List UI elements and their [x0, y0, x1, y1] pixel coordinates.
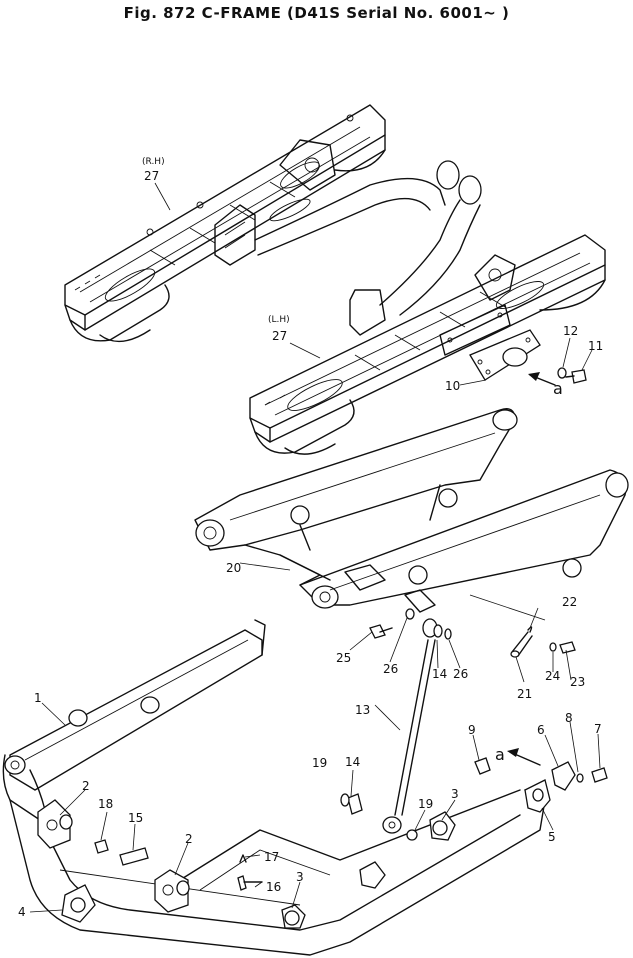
bushings-and-washers: [340, 608, 452, 841]
label-a-upper: a: [553, 379, 563, 398]
label-2b: 2: [185, 832, 193, 846]
bolt-25: [369, 624, 393, 639]
label-11: 11: [588, 339, 603, 353]
label-19a: 19: [312, 756, 327, 770]
label-17: 17: [264, 850, 279, 864]
label-2a: 2: [82, 779, 90, 793]
label-26a: 26: [383, 662, 398, 676]
label-lh: (L.H): [268, 315, 290, 325]
label-13: 13: [355, 703, 370, 717]
label-rh: (R.H): [142, 157, 165, 167]
label-9: 9: [468, 723, 476, 737]
callout-labels: (R.H) 27 (L.H) 27 10 11 12 a 20 22 25 26…: [18, 157, 603, 919]
label-7: 7: [594, 722, 602, 736]
frame-20: [194, 408, 629, 613]
label-16: 16: [266, 880, 281, 894]
label-20: 20: [226, 561, 241, 575]
label-18: 18: [98, 797, 113, 811]
label-5: 5: [548, 830, 556, 844]
label-3a: 3: [451, 787, 459, 801]
label-19b: 19: [418, 797, 433, 811]
label-22: 22: [562, 595, 577, 609]
leader-lines: [29, 182, 601, 913]
label-21: 21: [517, 687, 532, 701]
label-4: 4: [18, 905, 26, 919]
label-12: 12: [563, 324, 578, 338]
label-6: 6: [537, 723, 545, 737]
c-frame-1: [2, 619, 551, 956]
pin-21-set: [469, 594, 576, 658]
label-10: 10: [445, 379, 460, 393]
label-8: 8: [565, 711, 573, 725]
label-14b: 14: [345, 755, 360, 769]
track-frame-rh: [64, 104, 482, 343]
figure-title: Fig. 872 C-FRAME (D41S Serial No. 6001~ …: [123, 4, 510, 22]
label-15: 15: [128, 811, 143, 825]
label-27-lh: 27: [272, 329, 287, 343]
label-3b: 3: [296, 870, 304, 884]
label-26b: 26: [453, 667, 468, 681]
bolt-11-washer-12: [557, 367, 587, 384]
label-23: 23: [570, 675, 585, 689]
label-24: 24: [545, 669, 560, 683]
label-25: 25: [336, 651, 351, 665]
label-27-rh: 27: [144, 169, 159, 183]
label-1: 1: [34, 691, 42, 705]
label-a-lower: a: [495, 745, 505, 764]
view-arrow-a-upper: [528, 372, 556, 386]
label-14a: 14: [432, 667, 447, 681]
pins-15-16-17-18: [94, 839, 263, 891]
track-frame-lh: [249, 199, 606, 455]
cap-6-bolts-7-8-nut-9: [474, 748, 608, 791]
